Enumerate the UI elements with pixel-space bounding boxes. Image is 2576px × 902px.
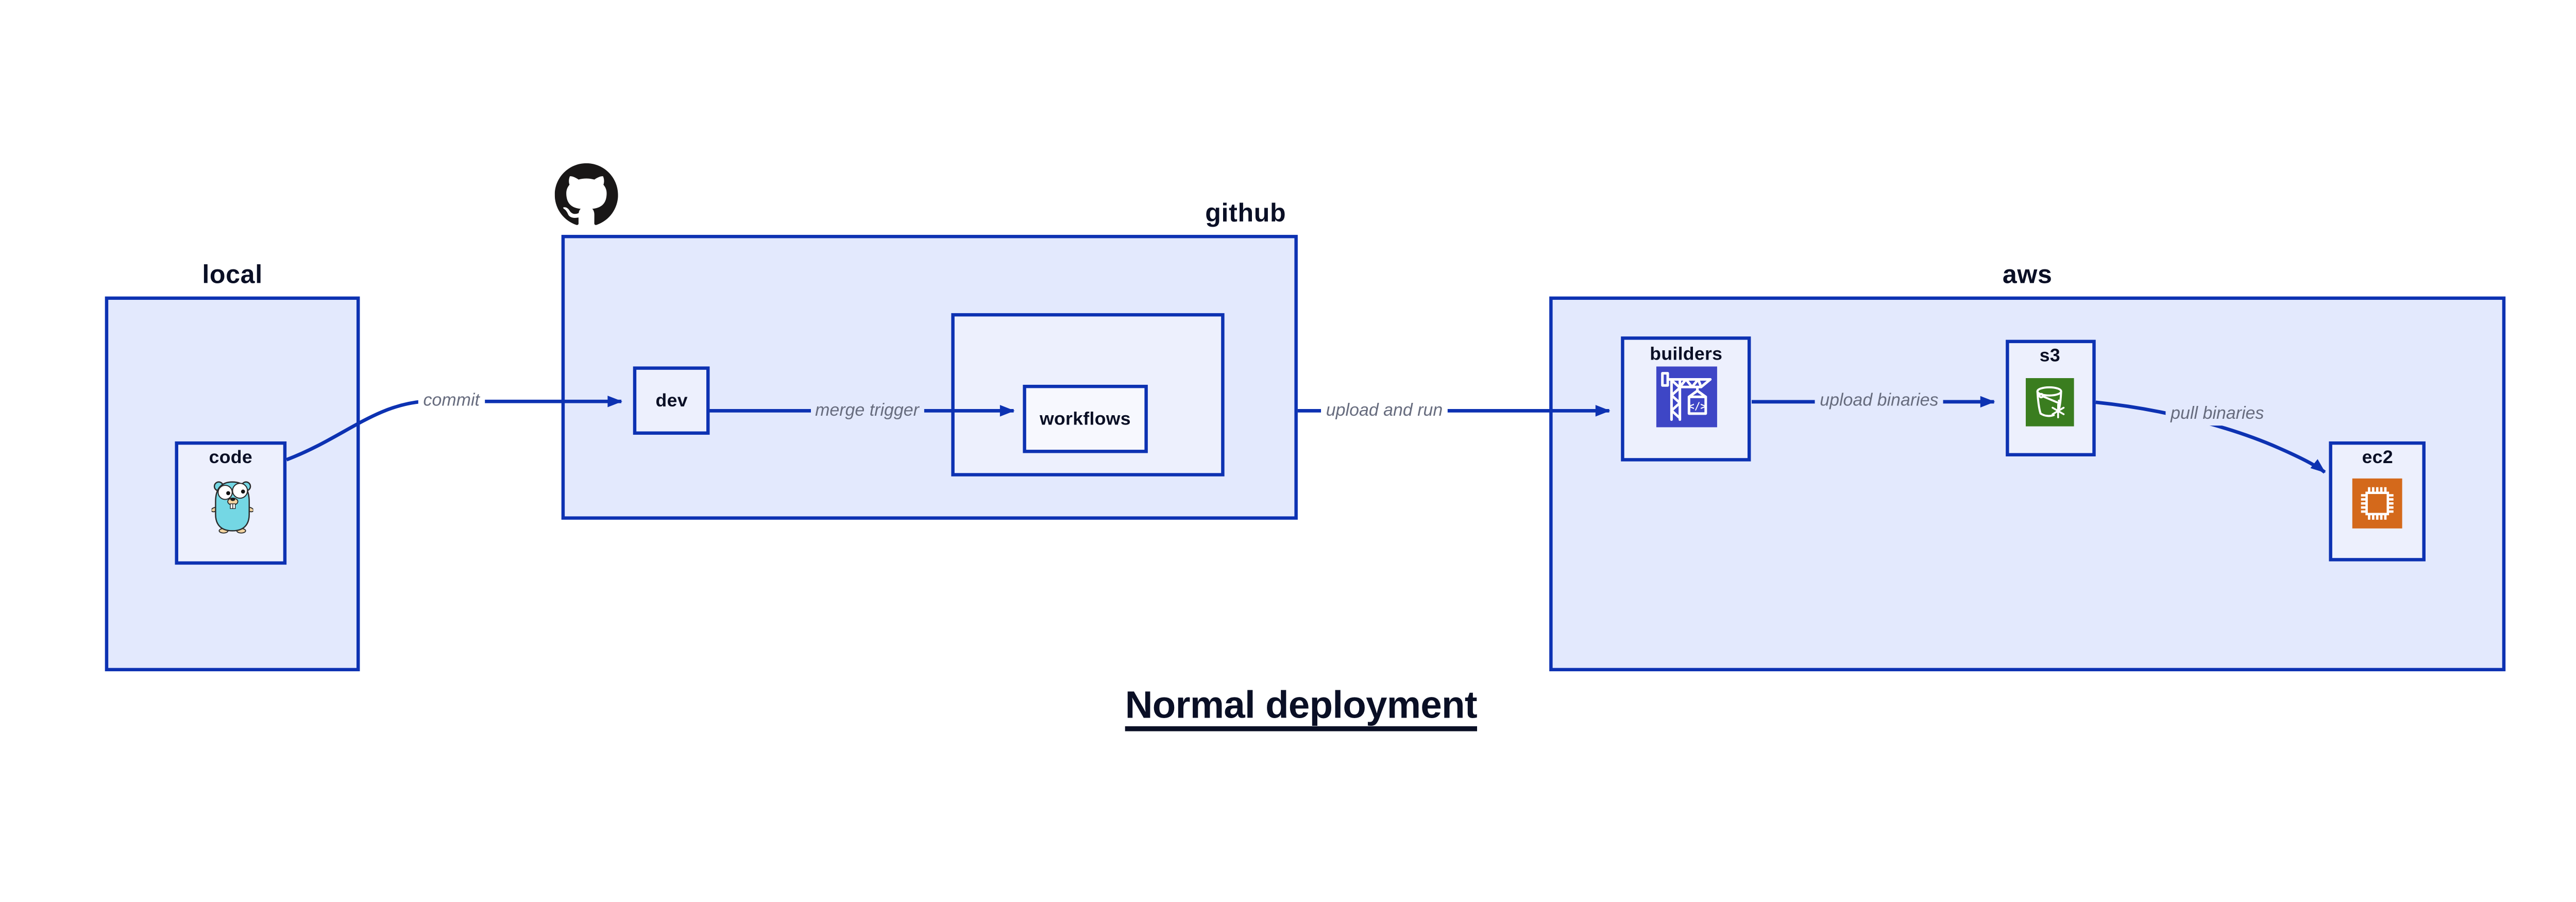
diagram-title-wrap: Normal deployment <box>885 683 1718 728</box>
aws-codebuild-icon: </> <box>1655 366 1717 428</box>
github-octocat-icon <box>554 163 618 225</box>
edge-label-merge-trigger: merge trigger <box>810 400 924 422</box>
s3-glacier-bucket-icon <box>2025 378 2074 427</box>
go-gopher-icon <box>211 480 252 533</box>
group-label-aws: aws <box>2002 261 2053 290</box>
codebuild-code-glyph: </> <box>1688 400 1706 412</box>
edge-label-upload-and-run: upload and run <box>1321 400 1448 422</box>
node-label-builders: builders <box>1650 344 1723 364</box>
group-label-local: local <box>202 261 263 290</box>
ec2-chip-icon <box>2352 478 2402 529</box>
node-label-dev: dev <box>655 390 688 411</box>
node-workflows <box>1023 385 1147 453</box>
node-label-ec2: ec2 <box>2362 447 2393 467</box>
edge-label-commit: commit <box>418 390 485 413</box>
node-dev <box>633 367 710 435</box>
diagram-title: Normal deployment <box>1125 683 1478 726</box>
node-label-s3: s3 <box>2039 345 2060 366</box>
node-label-code: code <box>209 448 252 468</box>
node-label-workflows: workflows <box>1040 409 1131 429</box>
group-label-github: github <box>1205 200 1286 228</box>
edge-label-upload-binaries: upload binaries <box>1815 390 1944 413</box>
edge-label-pull-binaries: pull binaries <box>2165 404 2269 426</box>
